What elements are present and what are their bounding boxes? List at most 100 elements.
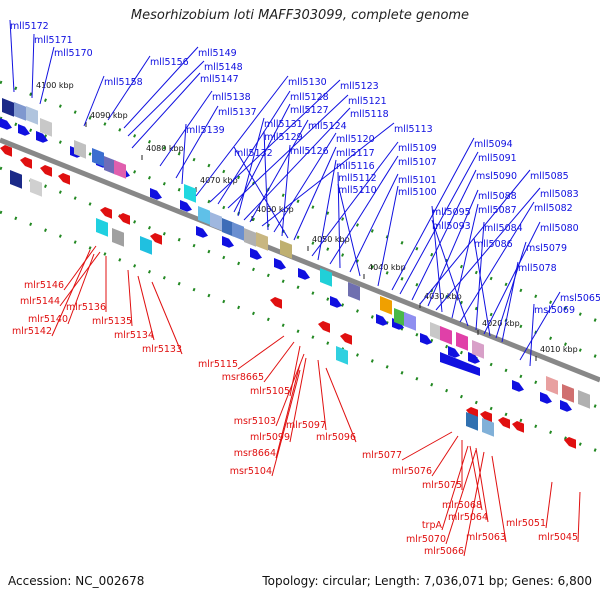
gene-block bbox=[74, 140, 86, 159]
forward-gene-label: mll5117 bbox=[336, 148, 375, 159]
gene-block bbox=[466, 412, 478, 431]
reverse-gene-leader-line bbox=[63, 245, 97, 291]
forward-gene-label: mll5086 bbox=[474, 239, 513, 250]
forward-gene-label: mll5158 bbox=[104, 77, 143, 88]
forward-gene-arrow bbox=[36, 131, 48, 143]
reverse-gene-label: mlr5096 bbox=[316, 432, 356, 443]
reverse-gene-label: msr8665 bbox=[222, 372, 264, 383]
forward-gene-label: msl5090 bbox=[476, 171, 517, 182]
forward-gene-arrow bbox=[250, 248, 262, 260]
forward-gene-label: mll5129 bbox=[264, 132, 303, 143]
forward-gene-arrow-long bbox=[440, 352, 480, 376]
kbp-marker-label: 4070 kbp bbox=[200, 176, 238, 185]
forward-gene-leader-line bbox=[311, 141, 399, 257]
reverse-gene-leader-line bbox=[469, 445, 483, 511]
reverse-gene-label: mlr5142 bbox=[12, 326, 52, 337]
forward-gene-label: mll5110 bbox=[338, 185, 377, 196]
forward-gene-label: mll5116 bbox=[336, 161, 375, 172]
reverse-gene-label: mlr5068 bbox=[442, 500, 482, 511]
forward-gene-label: mll5083 bbox=[540, 189, 579, 200]
forward-gene-leader-line bbox=[349, 173, 399, 273]
forward-gene-leader-line bbox=[435, 187, 541, 311]
forward-gene-label: mll5100 bbox=[398, 187, 437, 198]
reverse-gene-label: mlr5136 bbox=[66, 302, 106, 313]
forward-gene-leader-line bbox=[9, 19, 15, 93]
reverse-gene-arrow bbox=[58, 173, 70, 185]
forward-gene-label: mll5172 bbox=[10, 21, 49, 32]
forward-gene-label: mll5126 bbox=[290, 146, 329, 157]
forward-gene-label: msl5069 bbox=[534, 305, 575, 316]
gene-block bbox=[96, 218, 108, 237]
gene-block bbox=[394, 308, 406, 327]
forward-gene-label: mll5148 bbox=[204, 62, 243, 73]
gene-block bbox=[198, 206, 210, 225]
gene-block bbox=[562, 384, 574, 403]
gene-block bbox=[210, 211, 222, 231]
reverse-gene-arrow bbox=[40, 165, 52, 177]
forward-gene-label: msl5079 bbox=[526, 243, 567, 254]
reverse-gene-arrow bbox=[340, 333, 352, 345]
reverse-gene-label: mlr5075 bbox=[422, 480, 462, 491]
reverse-gene-arrow bbox=[564, 437, 576, 449]
forward-gene-label: mll5120 bbox=[336, 134, 375, 145]
gene-block bbox=[222, 218, 234, 237]
forward-gene-leader-line bbox=[39, 46, 55, 105]
forward-gene-leader-line bbox=[107, 55, 151, 121]
forward-gene-arrow bbox=[540, 392, 552, 404]
forward-gene-leader-line bbox=[427, 189, 479, 307]
forward-gene-label: mll5123 bbox=[340, 81, 379, 92]
genome-axis bbox=[0, 137, 600, 383]
gene-block bbox=[40, 118, 52, 137]
reverse-gene-arrow bbox=[150, 233, 162, 245]
forward-gene-arrow bbox=[330, 296, 342, 308]
kbp-marker-label: 4040 kbp bbox=[368, 263, 406, 272]
gene-block bbox=[26, 105, 38, 125]
gene-block bbox=[2, 98, 14, 117]
forward-gene-arrow bbox=[560, 400, 572, 412]
forward-gene-label: mll5149 bbox=[198, 48, 237, 59]
forward-gene-label: mll5080 bbox=[540, 223, 579, 234]
gene-block bbox=[104, 156, 116, 175]
forward-gene-label: mll5170 bbox=[54, 48, 93, 59]
reverse-gene-label: mlr5099 bbox=[250, 432, 290, 443]
gene-block bbox=[546, 376, 558, 395]
forward-gene-label: mll5091 bbox=[478, 153, 517, 164]
forward-gene-label: mll5121 bbox=[348, 96, 387, 107]
forward-gene-arrow bbox=[222, 236, 234, 248]
reverse-gene-leader-line bbox=[325, 367, 357, 443]
forward-gene-label: mll5139 bbox=[186, 125, 225, 136]
forward-gene-label: mll5138 bbox=[212, 92, 251, 103]
reverse-gene-leader-line bbox=[151, 281, 183, 355]
forward-gene-leader-line bbox=[337, 183, 361, 277]
kbp-marker-label: 4030 kbp bbox=[424, 292, 462, 301]
reverse-gene-leader-line bbox=[137, 275, 155, 341]
forward-gene-label: mll5127 bbox=[290, 105, 329, 116]
forward-gene-leader-line bbox=[337, 171, 341, 269]
forward-gene-label: mll5084 bbox=[484, 223, 523, 234]
gene-block bbox=[92, 147, 104, 167]
reverse-gene-label: mlr5063 bbox=[466, 532, 506, 543]
gene-block bbox=[280, 239, 292, 259]
reverse-gene-leader-line bbox=[289, 345, 301, 397]
reverse-gene-label: mlr5051 bbox=[506, 518, 546, 529]
forward-gene-label: mll5109 bbox=[398, 143, 437, 154]
reverse-gene-label: mlr5144 bbox=[20, 296, 60, 307]
reverse-gene-label: mlr5146 bbox=[24, 280, 64, 291]
reverse-gene-label: msr8664 bbox=[234, 448, 276, 459]
gene-block bbox=[232, 222, 244, 241]
forward-gene-leader-line bbox=[411, 169, 477, 301]
kbp-marker-label: 4050 kbp bbox=[312, 235, 350, 244]
gene-block bbox=[380, 296, 392, 315]
forward-gene-arrow bbox=[512, 380, 524, 392]
gene-block bbox=[482, 418, 494, 437]
gene-block bbox=[456, 332, 468, 351]
forward-gene-label: mll5093 bbox=[432, 221, 471, 232]
forward-gene-leader-line bbox=[263, 130, 269, 231]
forward-gene-label: mll5094 bbox=[474, 139, 513, 150]
forward-gene-label: mll5130 bbox=[288, 77, 327, 88]
reverse-gene-leader-line bbox=[67, 253, 95, 325]
forward-gene-leader-line bbox=[501, 261, 519, 343]
reverse-gene-label: mlr5064 bbox=[448, 512, 488, 523]
reverse-gene-arrow bbox=[318, 321, 330, 333]
